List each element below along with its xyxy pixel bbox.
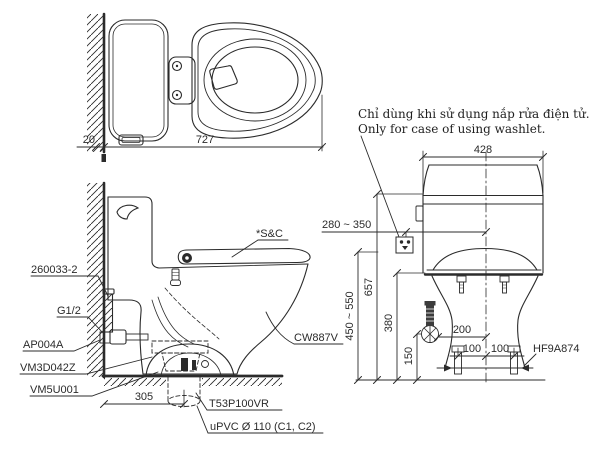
washlet-seat <box>177 247 311 265</box>
side-view: 305 260033-2 G1/2 AP004A VM3D042Z VM5U00… <box>19 181 344 434</box>
wall-hatch <box>87 14 103 152</box>
inlet-detail <box>209 65 238 90</box>
label-flange: VM5U001 <box>30 384 79 396</box>
flush-button <box>118 134 144 146</box>
label-model: CW887V <box>294 332 339 344</box>
label-drain-pipe: uPVC Ø 110 (C1, C2) <box>210 421 316 433</box>
tank-tab <box>415 205 424 222</box>
label-drain-joint: T53P100VR <box>209 398 269 410</box>
trapway-curve <box>157 296 195 345</box>
lid-inner-ring <box>197 28 316 132</box>
arrowhead <box>521 364 529 372</box>
seat-bolt <box>456 275 467 283</box>
tank-lid-side <box>536 164 544 197</box>
note-leader <box>360 135 400 238</box>
label-gasket: VM3D042Z <box>20 362 76 374</box>
lid-outline <box>191 22 323 139</box>
label-seat-note: *S&C <box>256 228 283 240</box>
dim-supply-offset: 200 <box>453 324 471 336</box>
dim-bolt-right: 100 <box>491 343 509 355</box>
note-line-vietnamese: Chỉ dùng khi sử dụng nắp rửa điện tử. <box>358 106 590 121</box>
bowl-back-curve <box>236 263 309 375</box>
trap-hump-inner <box>160 352 222 377</box>
dim-supply-height: 150 <box>403 347 415 365</box>
leader-drain-joint <box>195 392 283 411</box>
dim-outlet-horizontal: 280 ~ 350 <box>322 219 371 231</box>
front-view: 428 280 ~ 350 450 ~ 550 657 380 150 200 <box>321 135 579 384</box>
leader-flange <box>29 371 159 397</box>
outlet-symbol <box>395 236 414 254</box>
leader-thread <box>56 316 104 334</box>
seat-dome <box>432 247 538 271</box>
top-view: 20 727 <box>76 12 326 162</box>
hinge-bracket <box>168 56 196 105</box>
tank-plan <box>108 19 169 142</box>
leader-supply-hose <box>30 275 109 297</box>
tank-profile <box>107 196 160 269</box>
note-line-english: Only for case of using washlet. <box>358 122 545 136</box>
tank-lid-side <box>422 164 430 197</box>
hinge-screw <box>171 89 183 101</box>
seat-nozzle <box>171 268 180 281</box>
note: Chỉ dùng khi sử dụng nắp rửa điện tử. On… <box>358 106 590 136</box>
tank-plan-inner <box>112 23 165 138</box>
bowl-opening <box>211 46 299 114</box>
flush-recess <box>116 204 140 220</box>
dim-outlet-height: 450 ~ 550 <box>344 291 356 340</box>
trapway-curve <box>151 299 189 348</box>
bowl-rim <box>158 263 309 269</box>
dim-width: 428 <box>474 144 492 156</box>
label-bolt-cap: HF9A874 <box>533 343 579 355</box>
supply-hose <box>103 293 114 333</box>
trapway-curve-hidden <box>164 287 220 340</box>
dim-wall-gap: 20 <box>83 134 95 146</box>
wall-hatch <box>87 183 103 377</box>
dim-total-length: 727 <box>196 134 214 146</box>
trap-hump <box>145 343 235 377</box>
leader-bolt-cap <box>523 353 537 367</box>
seat-ring <box>203 38 307 122</box>
label-thread-size: G1/2 <box>57 305 81 317</box>
dim-tank-height: 657 <box>363 278 375 296</box>
hose-cap <box>102 288 115 295</box>
label-supply-hose: 260033-2 <box>31 264 78 276</box>
leader-stop-valve <box>22 339 101 352</box>
dim-bolt-left: 100 <box>463 343 481 355</box>
leader-model <box>265 311 344 345</box>
arrowhead <box>444 364 452 372</box>
floor-hatch <box>104 378 166 386</box>
flush-button-inner <box>121 137 141 143</box>
pedestal-outline <box>107 299 238 375</box>
dim-rim-height: 380 <box>383 314 395 332</box>
label-stop-valve: AP004A <box>23 339 64 351</box>
seat-bolt <box>499 275 510 283</box>
floor-hatch <box>202 378 282 386</box>
valve-outlet <box>125 333 149 341</box>
leader-seat <box>231 239 289 258</box>
hinge-screw <box>171 60 183 72</box>
bowl-side <box>431 275 453 369</box>
dim-drain-offset: 305 <box>135 391 153 403</box>
valve-stem <box>426 305 434 326</box>
leader-gasket <box>19 356 153 375</box>
wall-stub <box>101 154 106 162</box>
leader-drain-pipe <box>196 405 324 434</box>
